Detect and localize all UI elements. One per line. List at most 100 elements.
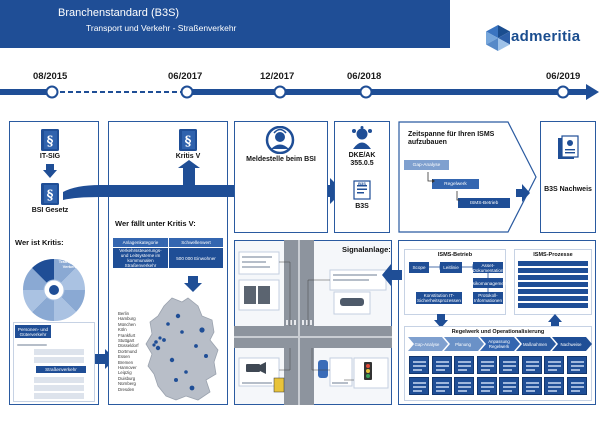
timeline-date: 08/2015 bbox=[33, 71, 68, 82]
arrow-down-icon bbox=[434, 314, 448, 328]
timeline-segment bbox=[187, 89, 587, 95]
svg-text:§: § bbox=[47, 188, 54, 203]
meldestelle-label: Meldestelle beim BSI bbox=[246, 156, 316, 163]
city-name: Essen bbox=[118, 354, 130, 360]
arrow-up-icon bbox=[548, 314, 562, 328]
document-line bbox=[548, 369, 557, 371]
document-line bbox=[458, 390, 467, 392]
document-line bbox=[525, 365, 539, 367]
document-line bbox=[480, 382, 494, 384]
timeline bbox=[0, 84, 599, 100]
b3s-nachweis-label: B3S Nachweis bbox=[544, 186, 592, 193]
traffic-scene bbox=[234, 240, 392, 405]
regelwerk-document bbox=[499, 356, 519, 374]
regelwerk-document bbox=[566, 356, 587, 374]
sector-row bbox=[34, 377, 84, 383]
arrow-right-icon bbox=[516, 184, 530, 202]
city-name: Köln bbox=[118, 327, 127, 333]
arrow-down-icon bbox=[184, 276, 202, 292]
document-line bbox=[458, 365, 471, 367]
timeline-segment bbox=[0, 89, 52, 95]
regelwerk-document bbox=[409, 356, 429, 374]
city-name: Duisburg bbox=[118, 375, 136, 381]
regelwerk-document bbox=[566, 377, 587, 395]
document-line bbox=[435, 386, 449, 388]
timeline-date: 12/2017 bbox=[260, 71, 295, 82]
document-line bbox=[413, 365, 426, 367]
document-line bbox=[548, 382, 561, 384]
document-line bbox=[480, 369, 490, 371]
timeline-marker bbox=[359, 85, 373, 99]
city-name: Dortmund bbox=[118, 348, 137, 354]
document-line bbox=[525, 390, 535, 392]
svg-text:§: § bbox=[47, 134, 54, 149]
timeline-marker bbox=[273, 85, 287, 99]
document-line bbox=[503, 369, 512, 371]
sector-row-highlight: Straßenverkehr bbox=[36, 366, 86, 373]
isms-prozesse-title: ISMS-Prozesse bbox=[533, 252, 573, 258]
document-line bbox=[503, 386, 516, 388]
dke-label: DKE/AK 355.0.5 bbox=[348, 152, 376, 167]
process-bar bbox=[518, 296, 588, 301]
flow-step: Maßnahmen bbox=[522, 341, 548, 347]
svg-text:§: § bbox=[185, 134, 192, 149]
city-name: Bremen bbox=[118, 359, 134, 365]
b3s-label: B3S bbox=[355, 203, 369, 210]
report-agent-icon bbox=[265, 126, 295, 154]
city-name: Nürnberg bbox=[118, 381, 136, 387]
panel-dke bbox=[334, 121, 390, 233]
city-name: Düsseldorf bbox=[118, 343, 139, 349]
document-line bbox=[570, 390, 580, 392]
regelwerk-flow bbox=[408, 337, 592, 351]
document-line bbox=[435, 390, 445, 392]
sector-list-header: Personen- und Güterverkehr bbox=[15, 325, 51, 338]
arrow-down-icon bbox=[43, 164, 57, 178]
city-name: Hamburg bbox=[118, 316, 136, 322]
timeline-date: 06/2017 bbox=[168, 71, 203, 82]
document-line bbox=[570, 365, 584, 367]
isms-box: Protokoll-Informationen bbox=[473, 292, 503, 304]
timeline-marker bbox=[556, 85, 570, 99]
admeritia-logo-icon bbox=[486, 25, 510, 51]
document-line bbox=[435, 382, 449, 384]
committee-icon bbox=[352, 126, 372, 149]
law-book-icon: § bbox=[179, 129, 197, 151]
regelwerk-document bbox=[499, 377, 519, 395]
stair-step: ISMS-Betrieb bbox=[458, 198, 510, 208]
certificate-icon bbox=[558, 135, 579, 159]
regelwerk-document bbox=[544, 377, 564, 395]
process-bar bbox=[518, 268, 588, 273]
flow-step: Gap-Analyse bbox=[414, 341, 440, 347]
document-line bbox=[525, 386, 539, 388]
document-line bbox=[525, 382, 539, 384]
city-name: Leipzig bbox=[118, 370, 132, 376]
table-header: Anlagenkategorie bbox=[113, 238, 168, 247]
sector-row bbox=[34, 349, 84, 355]
sector-row bbox=[34, 393, 84, 399]
document-icon bbox=[353, 180, 371, 200]
timeline-date: 06/2019 bbox=[546, 71, 581, 82]
process-bar bbox=[518, 261, 588, 266]
regelwerk-title: Regelwerk und Operationalisierung bbox=[451, 329, 545, 335]
regelwerk-document bbox=[454, 377, 474, 395]
document-line bbox=[458, 361, 471, 363]
document-line bbox=[570, 386, 584, 388]
law-book-icon: § bbox=[41, 129, 59, 151]
city-name: Stuttgart bbox=[118, 338, 135, 344]
process-bar bbox=[518, 282, 588, 287]
document-line bbox=[480, 365, 494, 367]
arrow-left-icon bbox=[382, 264, 402, 286]
regelwerk-document bbox=[521, 356, 542, 374]
kritisv-heading: Wer fällt unter Kritis V: bbox=[115, 219, 196, 228]
document-line bbox=[548, 361, 561, 363]
city-name: Hannover bbox=[118, 365, 137, 371]
stair-step: Gap-Analyse bbox=[404, 160, 449, 170]
document-line bbox=[413, 386, 426, 388]
timeline-marker bbox=[180, 85, 194, 99]
germany-map bbox=[145, 297, 219, 401]
document-line bbox=[413, 369, 422, 371]
admeritia-logo: admeritia bbox=[486, 25, 596, 55]
page-title: Branchenstandard (B3S) bbox=[58, 7, 180, 19]
city-name: Frankfurt bbox=[118, 332, 136, 338]
document-line bbox=[435, 361, 449, 363]
